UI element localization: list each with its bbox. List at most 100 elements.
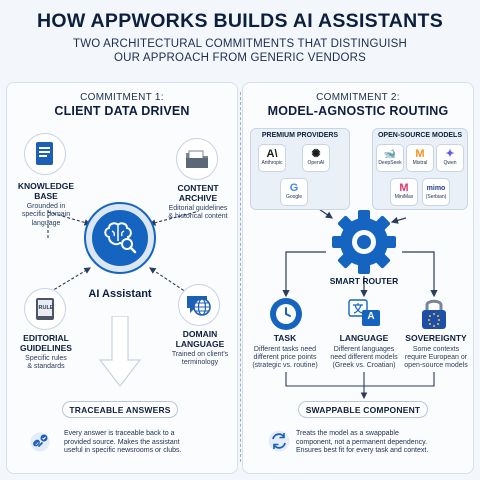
factor-desc: Some contexts — [412, 345, 460, 353]
task-factor: TASK Different tasks need different pric… — [246, 333, 324, 370]
knowledge-base-icon-circle — [24, 133, 66, 175]
footer-line: useful in specific newsrooms or clubs. — [64, 447, 182, 454]
item-title: EDITORIAL — [23, 333, 69, 343]
provider-name: Anthropic — [261, 160, 283, 167]
commitment-1-header: COMMITMENT 1: CLIENT DATA DRIVEN — [22, 92, 222, 118]
footer-line: component, not a permanent dependency. — [296, 438, 428, 446]
commitment-kicker: COMMITMENT 1: — [80, 92, 164, 103]
smart-router-label: SMART ROUTER — [329, 276, 399, 286]
domain-language-icon-circle — [178, 284, 220, 326]
footer-line: provided source. Makes the assistant — [64, 438, 180, 446]
commitment-heading: CLIENT DATA DRIVEN — [54, 104, 190, 118]
mimo-chip: mimo (Serbian) — [422, 178, 450, 206]
factor-title: LANGUAGE — [339, 333, 389, 343]
openai-chip: ✺ OpenAI — [302, 144, 330, 172]
minimax-logo-icon: M — [399, 182, 409, 195]
rule-book-icon — [36, 298, 54, 320]
language-factor: LANGUAGE Different languages need differ… — [326, 333, 402, 370]
factor-desc: Different tasks need — [253, 345, 317, 353]
open-source-models-label: OPEN-SOURCE MODELS — [377, 132, 462, 139]
item-title: ARCHIVE — [178, 192, 218, 203]
subtitle-line: TWO ARCHITECTURAL COMMITMENTS THAT DISTI… — [73, 38, 407, 50]
provider-name: MiniMax — [394, 194, 414, 201]
language-translate-icon: A — [348, 298, 382, 330]
ai-assistant-hub — [84, 202, 156, 274]
premium-chip-grid: A\ Anthropic ✺ OpenAI G Google — [258, 144, 358, 214]
item-desc: Trained on client's — [171, 351, 229, 358]
page-title: HOW APPWORKS BUILDS AI ASSISTANTS — [36, 10, 444, 32]
google-chip: G Google — [280, 178, 308, 206]
item-desc: Grounded in — [26, 203, 66, 210]
document-icon — [36, 142, 53, 165]
footer-line: Ensures best fit for every task and cont… — [296, 447, 429, 454]
factor-title: SOVEREIGNTY — [405, 333, 467, 343]
item-desc: Specific rules — [25, 355, 67, 362]
commitment-2-header: COMMITMENT 2: MODEL-AGNOSTIC ROUTING — [258, 92, 458, 118]
provider-name: DeepSeek — [378, 160, 402, 167]
anthropic-logo-icon: A\ — [266, 148, 278, 161]
right-footer: Treats the model as a swappable componen… — [296, 430, 474, 456]
brain-search-icon — [104, 222, 137, 254]
mimo-logo-icon: mimo — [426, 185, 446, 193]
swap-cycle-icon — [268, 430, 290, 457]
mistral-logo-icon: M — [415, 148, 425, 161]
brain-icon-backdrop — [92, 210, 148, 266]
footer-line: Every answer is traceable back to a — [64, 430, 175, 437]
language-icon-text: A — [367, 311, 375, 322]
item-desc: Editorial guidelines — [168, 205, 228, 212]
editorial-guidelines-item: EDITORIAL GUIDELINES Specific rules & st… — [12, 333, 80, 372]
item-title: CONTENT — [177, 183, 219, 193]
left-footer: Every answer is traceable back to a prov… — [64, 430, 234, 456]
qwen-chip: ✦ Qwen — [436, 144, 464, 172]
open-chip-grid: 🐋 DeepSeek M Mistral ✦ Qwen M MiniMax mi… — [376, 144, 466, 210]
factor-desc: (strategic vs. routine) — [252, 362, 318, 370]
content-archive-icon-circle — [176, 138, 218, 180]
provider-name: OpenAI — [307, 160, 325, 167]
commitment-heading: MODEL-AGNOSTIC ROUTING — [267, 104, 449, 118]
item-title: LANGUAGE — [175, 338, 225, 349]
traceable-answers-pill: TRACEABLE ANSWERS — [62, 401, 178, 418]
item-title: KNOWLEDGE — [17, 181, 75, 191]
ai-assistant-label: AI Assistant — [88, 288, 152, 300]
knowledge-base-item: KNOWLEDGE BASE Grounded in specific doma… — [14, 181, 78, 228]
factor-desc: require European or — [404, 353, 468, 361]
item-desc: terminology — [181, 359, 219, 367]
item-title: GUIDELINES — [20, 342, 72, 353]
premium-providers-label: PREMIUM PROVIDERS — [261, 132, 339, 139]
rule-icon-text: RULE — [38, 305, 54, 311]
subtitle-line: OUR APPROACH FROM GENERIC VENDORS — [114, 51, 366, 64]
link-check-icon — [30, 432, 50, 457]
item-title: BASE — [34, 190, 58, 201]
minimax-chip: M MiniMax — [390, 178, 418, 206]
item-desc: & standards — [27, 363, 65, 371]
clock-icon — [270, 298, 302, 330]
google-logo-icon: G — [289, 182, 299, 195]
item-desc: & historical content — [168, 213, 228, 221]
globe-chat-icon — [187, 296, 211, 316]
footer-line: Treats the model as a swappable — [296, 430, 399, 437]
convergence-connectors — [285, 372, 435, 400]
item-title: DOMAIN — [182, 329, 218, 339]
item-desc: language — [31, 219, 61, 227]
panel-divider — [240, 92, 241, 462]
factor-desc: open-source models — [404, 362, 468, 370]
smart-router-gear-icon — [326, 206, 402, 283]
openai-logo-icon: ✺ — [311, 148, 321, 161]
deepseek-logo-icon: 🐋 — [383, 149, 397, 161]
commitment-kicker: COMMITMENT 2: — [316, 92, 400, 103]
factor-title: TASK — [273, 333, 297, 343]
provider-name: Google — [285, 194, 303, 201]
factor-desc: need different models — [330, 353, 398, 361]
down-arrow-icon — [98, 316, 142, 387]
page-subtitle: TWO ARCHITECTURAL COMMITMENTS THAT DISTI… — [40, 38, 440, 65]
editorial-guidelines-icon-circle: RULE — [24, 288, 66, 330]
qwen-logo-icon: ✦ — [445, 148, 455, 161]
factor-desc: (Greek vs. Croatian) — [332, 362, 396, 370]
item-desc: specific domain — [21, 211, 71, 219]
factor-desc: different price points — [253, 353, 317, 361]
left-connectors — [47, 210, 197, 297]
provider-name: (Serbian) — [425, 194, 447, 201]
provider-name: Qwen — [443, 160, 457, 167]
folder-icon — [186, 150, 208, 168]
provider-name: Mistral — [412, 160, 428, 167]
